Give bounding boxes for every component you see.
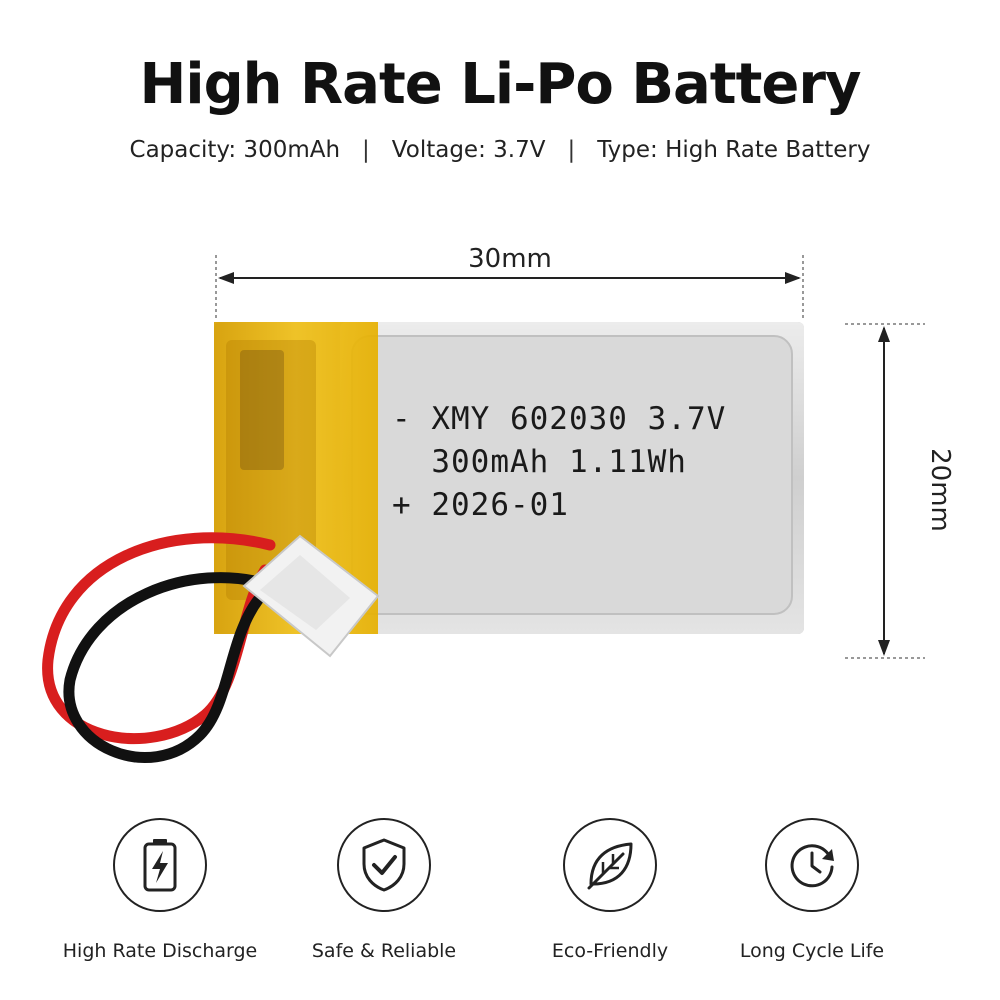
connector [242,534,380,658]
battery-label-line: + 2026-01 [392,487,569,523]
spec-capacity: Capacity: 300mAh [129,137,341,163]
battery-bolt-icon [143,839,177,892]
feature-cycle: Long Cycle Life [702,818,922,962]
shield-check-icon [362,838,406,892]
feature-label: Eco-Friendly [551,940,669,962]
wires [42,532,276,763]
feature-eco: Eco-Friendly [500,818,720,962]
height-label: 20mm [925,448,955,532]
feature-icon-circle [113,818,207,912]
clock-arrow-icon [790,844,834,888]
spec-type: Type: High Rate Battery [597,137,871,163]
width-label: 30mm [468,244,552,274]
page-title: High Rate Li-Po Battery [139,52,862,117]
battery-label: - XMY 602030 3.7V 300mAh 1.11Wh + 2026-01 [392,398,726,527]
feature-label: Safe & Reliable [311,940,457,962]
leaf-icon [587,842,633,890]
spec-line: Capacity: 300mAh | Voltage: 3.7V | Type: Hig… [0,137,1000,163]
feature-icon-circle [765,818,859,912]
feature-high-rate: High Rate Discharge [50,818,270,962]
feature-row: High Rate Discharge Safe & Reliable Eco-… [0,818,1000,978]
feature-safe: Safe & Reliable [274,818,494,962]
height-dimension [845,323,925,659]
spec-separator: | [362,137,370,163]
feature-label: High Rate Discharge [62,940,258,962]
spec-separator: | [567,137,576,163]
feature-label: Long Cycle Life [739,940,885,962]
feature-icon-circle [563,818,657,912]
battery-label-line: - XMY 602030 3.7V [392,401,727,437]
feature-icon-circle [337,818,431,912]
battery-label-line: 300mAh 1.11Wh [392,444,687,480]
spec-voltage: Voltage: 3.7V [391,137,546,163]
width-dimension [215,255,804,320]
